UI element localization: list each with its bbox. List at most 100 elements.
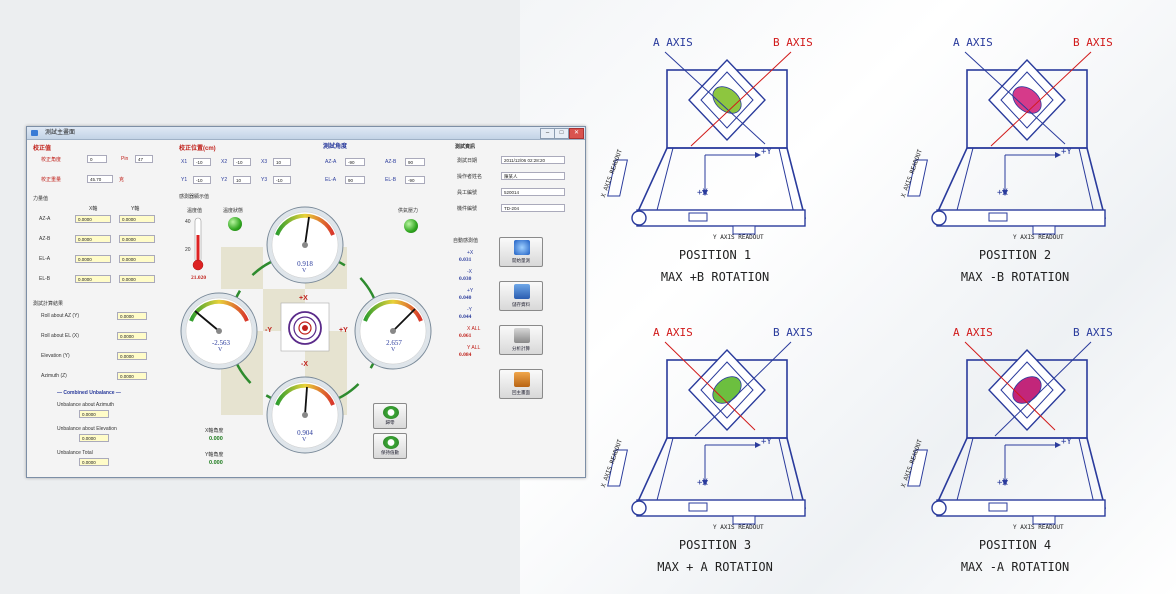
calculator-icon bbox=[514, 328, 530, 343]
pos-field[interactable]: -10 bbox=[273, 176, 291, 184]
thermometer-icon bbox=[192, 217, 204, 271]
a-axis-label: A AXIS bbox=[653, 326, 693, 339]
plus-y-label: +Y bbox=[761, 437, 772, 447]
combined-field[interactable]: 0.0000 bbox=[79, 434, 109, 442]
play-icon bbox=[514, 240, 530, 255]
test-field[interactable]: TD-204 bbox=[501, 204, 565, 212]
test-row-label: 測試日期 bbox=[457, 158, 478, 164]
save-button[interactable]: 儲存資料 bbox=[499, 281, 543, 311]
result-field[interactable]: 0.0000 bbox=[117, 372, 147, 380]
combined-field[interactable]: 0.0000 bbox=[79, 410, 109, 418]
angle-field[interactable]: -90 bbox=[405, 176, 425, 184]
plus-x-label: +X bbox=[697, 188, 708, 198]
calib-angle-input[interactable]: 0 bbox=[87, 155, 107, 163]
plus-x-label: +X bbox=[997, 478, 1008, 488]
test-header: 測試資訊 bbox=[455, 144, 476, 150]
result-row-label: Roll about AZ (Y) bbox=[41, 313, 80, 319]
window-title: 測試主畫面 bbox=[45, 130, 76, 136]
position-caption: POSITION 4 bbox=[978, 538, 1052, 552]
pos-label: Y1 bbox=[181, 177, 188, 183]
combined-row-label: Unbalance Total bbox=[57, 450, 93, 456]
b-axis-label: B AXIS bbox=[1073, 36, 1113, 49]
result-field[interactable]: 0.0000 bbox=[117, 332, 147, 340]
temp-scale-top: 40 bbox=[185, 219, 191, 225]
rotation-caption: MAX -A ROTATION bbox=[960, 560, 1070, 574]
position-caption: POSITION 1 bbox=[678, 248, 752, 262]
force-row-label: AZ-B bbox=[39, 236, 51, 242]
x-deg-value: 0.000 bbox=[209, 436, 223, 442]
angle-field[interactable]: 90 bbox=[405, 158, 425, 166]
position-caption: POSITION 3 bbox=[678, 538, 752, 552]
force-y-field[interactable]: 0.0000 bbox=[119, 235, 155, 243]
calib-weight-input[interactable]: 45.70 bbox=[87, 175, 113, 183]
angle-field[interactable]: -90 bbox=[345, 158, 365, 166]
force-x-field[interactable]: 0.0000 bbox=[75, 255, 111, 263]
balance-header: 自動感測值 bbox=[453, 238, 479, 244]
gauge-top-value: 0.918 bbox=[297, 260, 313, 268]
test-field[interactable]: 520014 bbox=[501, 188, 565, 196]
plus-x-label: +X bbox=[697, 478, 708, 488]
angle-label: EL-B bbox=[385, 177, 397, 183]
a-axis-label: A AXIS bbox=[953, 36, 993, 49]
combined-row-label: Unbalance about Elevation bbox=[57, 426, 117, 432]
exit-button-label: 回主畫面 bbox=[512, 390, 530, 395]
fixture-drawing bbox=[607, 51, 807, 235]
dir-minus-y: -Y bbox=[265, 327, 272, 334]
gauge-top bbox=[266, 206, 344, 284]
calib-pin-input[interactable]: 47 bbox=[135, 155, 153, 163]
balance-value: 0.031 bbox=[459, 257, 472, 263]
close-button[interactable]: ✕ bbox=[569, 128, 584, 139]
calc-button[interactable]: 分析計算 bbox=[499, 325, 543, 355]
balance-label: -Y bbox=[467, 307, 472, 313]
temp-scale-mid: 20 bbox=[185, 247, 191, 253]
balance-value: 0.044 bbox=[459, 314, 472, 320]
b-axis-label: B AXIS bbox=[773, 326, 813, 339]
gauge-right-unit: V bbox=[391, 347, 396, 353]
force-row-label: EL-B bbox=[39, 276, 51, 282]
maximize-button[interactable]: □ bbox=[554, 128, 569, 139]
force-x-field[interactable]: 0.0000 bbox=[75, 275, 111, 283]
app-window: 測試主畫面 – □ ✕ 校正值 校正角度 0 Pin 47 校正重量 45.70… bbox=[26, 126, 586, 478]
sensors-header: 感測器顯示值 bbox=[179, 194, 210, 200]
gauge-right-value: 2.657 bbox=[386, 339, 402, 347]
force-y-field[interactable]: 0.0000 bbox=[119, 275, 155, 283]
force-y-field[interactable]: 0.0000 bbox=[119, 255, 155, 263]
pos-field[interactable]: 10 bbox=[233, 176, 251, 184]
calc-button-label: 分析計算 bbox=[512, 346, 530, 351]
save-button-label: 儲存資料 bbox=[512, 302, 530, 307]
zero-button[interactable]: 歸零 bbox=[373, 403, 407, 429]
pos-label: X2 bbox=[221, 159, 228, 165]
pos-field[interactable]: -10 bbox=[193, 158, 211, 166]
test-field[interactable]: 陳某人 bbox=[501, 172, 565, 180]
combined-field[interactable]: 0.0000 bbox=[79, 458, 109, 466]
exit-button[interactable]: 回主畫面 bbox=[499, 369, 543, 399]
force-x-field[interactable]: 0.0000 bbox=[75, 215, 111, 223]
y-readout-label: Y AXIS READOUT bbox=[713, 234, 764, 241]
test-field[interactable]: 2011/12/06 02:28:20 bbox=[501, 156, 565, 164]
force-x-field[interactable]: 0.0000 bbox=[75, 235, 111, 243]
balance-label: +X bbox=[467, 250, 474, 256]
minimize-button[interactable]: – bbox=[540, 128, 555, 139]
gauge-left-value: -2.563 bbox=[211, 339, 231, 347]
start-button[interactable]: 開始量測 bbox=[499, 237, 543, 267]
b-axis-label: B AXIS bbox=[773, 36, 813, 49]
dir-plus-x: +X bbox=[299, 295, 308, 302]
position-caption: POSITION 2 bbox=[978, 248, 1052, 262]
y-readout-label: Y AXIS READOUT bbox=[1013, 524, 1064, 531]
result-row-label: Azimuth (Z) bbox=[41, 373, 67, 379]
force-col-y: Y軸 bbox=[131, 206, 140, 212]
pos-field[interactable]: -10 bbox=[233, 158, 251, 166]
pos-field[interactable]: -10 bbox=[193, 176, 211, 184]
result-field[interactable]: 0.0000 bbox=[117, 312, 147, 320]
b-axis-label: B AXIS bbox=[1073, 326, 1113, 339]
angle-field[interactable]: 90 bbox=[345, 176, 365, 184]
a-axis-label: A AXIS bbox=[653, 36, 693, 49]
force-y-field[interactable]: 0.0000 bbox=[119, 215, 155, 223]
pos-field[interactable]: 10 bbox=[273, 158, 291, 166]
dir-plus-y: +Y bbox=[339, 327, 348, 334]
plus-x-label: +X bbox=[997, 188, 1008, 198]
result-field[interactable]: 0.0000 bbox=[117, 352, 147, 360]
force-row-label: AZ-A bbox=[39, 216, 51, 222]
keep-button[interactable]: 保持值數 bbox=[373, 433, 407, 459]
